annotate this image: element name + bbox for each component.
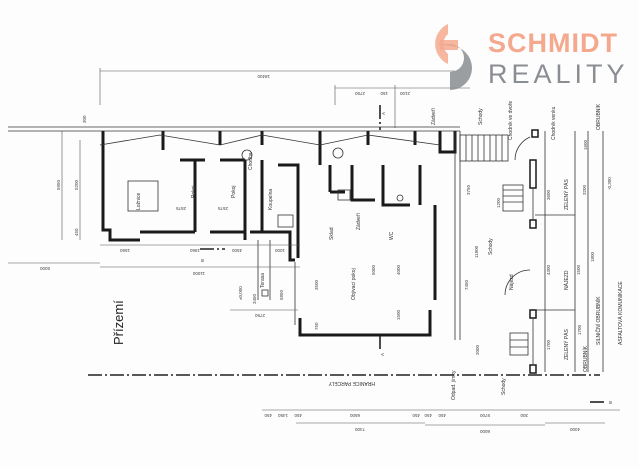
left-dimensions: 5950 5200 450 1560 1960 4500 1000 2575 2… (8, 131, 300, 318)
street-zeleny-1: ZELENÝ PÁS (563, 178, 570, 210)
dim-4500: 4500 (231, 248, 242, 253)
street-obrubnik-1: OBRUBNÍK (595, 103, 602, 130)
section-b-left: B (200, 259, 205, 262)
dim-b-4000: 4000 (569, 427, 580, 432)
room-chodnik-venku: Chodník venku (551, 106, 557, 140)
bottom-dimensions: 450 1450 450 6500 450 450 450 5700 300 7… (262, 409, 620, 434)
room-koupelna: Koupelna (268, 189, 274, 210)
room-labels: Ložnice Pokoj Pokoj Chodba Koupelna Tera… (111, 101, 624, 400)
room-zadveri: Zádveří (356, 212, 362, 230)
logo-text-reality: REALITY (488, 59, 629, 89)
level-a: ±0,000 (238, 286, 243, 300)
dim-b-450b: 450 (294, 413, 302, 418)
room-odpad: Odpad. jímky (451, 370, 457, 400)
dim-b-1450: 1450 (277, 413, 288, 418)
room-pokoj-2: Pokoj (231, 185, 237, 198)
dim-4000v: 4000 (396, 264, 401, 275)
floor-title: Přízemí (111, 300, 126, 345)
dim-2575a: 2575 (175, 206, 186, 211)
dim-1000: 1000 (274, 248, 285, 253)
street-asfalt: ASFALTOVÁ KOMUNIKACE (617, 281, 624, 345)
dim-top-b: 150 (380, 91, 388, 96)
section-a-top: A (381, 112, 386, 115)
street-obrubnik-2: OBRUBNÍK (582, 345, 589, 372)
dim-b-6000: 6000 (479, 429, 490, 434)
dim-1500b: 1500 (576, 264, 581, 275)
dim-1200: 1200 (496, 197, 501, 208)
stairs-mid (502, 184, 524, 212)
dim-3500: 3500 (314, 279, 319, 290)
dim-1800: 1800 (590, 251, 595, 262)
dim-11000: 11000 (192, 271, 205, 276)
room-pokoj-1: Pokoj (191, 185, 197, 198)
street-zeleny-2: ZELENÝ PÁS (563, 328, 570, 360)
street-chodnik: SILNIČNÍ OBRUBNÍK (595, 296, 602, 345)
dim-3450: 3450 (252, 293, 257, 304)
dim-2000: 2000 (475, 344, 480, 355)
dim-5000v: 5000 (371, 264, 376, 275)
dim-top-a: 2750 (354, 91, 365, 96)
section-marks: A A B B (200, 105, 613, 404)
dim-5000: 5000 (39, 266, 50, 271)
dim-11800: 11800 (474, 245, 479, 258)
dim-b-6500: 6500 (349, 413, 360, 418)
dim-1700a: 1700 (546, 339, 551, 350)
dim-750: 750 (314, 322, 319, 330)
dim-2750: 2750 (254, 313, 265, 318)
boundary-label: HRANICE PARCELY (328, 380, 375, 386)
room-wc: WC (389, 231, 395, 240)
stairs-lower (509, 332, 529, 356)
room-loznice: Ložnice (136, 193, 142, 210)
dim-1960: 1960 (189, 248, 200, 253)
dim-1560: 1560 (119, 248, 130, 253)
room-obyvaci: Obývací pokoj (351, 268, 357, 300)
room-schody-1: Schody (478, 108, 484, 125)
dim-b-450d: 450 (424, 413, 432, 418)
dim-2575b: 2575 (217, 206, 228, 211)
room-zadveri-2: Zádveří (431, 107, 437, 125)
dim-3200: 3200 (582, 184, 587, 195)
dim-top-d: 300 (82, 115, 87, 123)
dim-left-b: 5200 (74, 179, 79, 190)
dim-3600: 3600 (546, 189, 551, 200)
stairs-upper (459, 134, 509, 162)
inner-dimensions: 3450 5850 3500 750 5000 4000 1500 7450 1… (238, 139, 612, 355)
dim-left-a: 5950 (56, 179, 61, 190)
dim-top-c: 2100 (399, 91, 410, 96)
room-schody-2: Schody (488, 238, 494, 255)
dim-3750: 3750 (466, 184, 471, 195)
level-b: -0,300 (607, 177, 612, 190)
room-terasa: Terasa (260, 273, 266, 288)
schmidt-reality-logo: SCHMIDT REALITY (435, 24, 629, 90)
dim-1500v: 1500 (396, 309, 401, 320)
dim-left-c: 450 (74, 228, 79, 236)
street-najezd: NÁJEZD (563, 270, 570, 290)
dim-b-450c: 450 (412, 413, 420, 418)
dim-b-5700: 5700 (479, 413, 490, 418)
room-chodnik-dvur: Chodník ve dvoře (508, 101, 514, 140)
walls (101, 131, 457, 337)
dim-1700b: 1700 (577, 324, 582, 335)
details (99, 129, 604, 374)
dim-1600: 1600 (583, 139, 588, 150)
section-a-bottom: A (380, 353, 385, 356)
section-b-right: B (608, 401, 613, 404)
dim-5850: 5850 (279, 289, 284, 300)
logo-text-schmidt: SCHMIDT (488, 28, 618, 58)
room-sklad: Sklad (329, 227, 335, 240)
dim-b-450e: 450 (438, 413, 446, 418)
room-chodba: Chodba (248, 152, 254, 170)
dim-4300: 4300 (546, 264, 551, 275)
dim-b-450a: 450 (264, 413, 272, 418)
dim-top-total: 18400 (257, 74, 270, 79)
room-schody-3: Schody (501, 378, 507, 395)
top-dimensions: 18400 2750 150 2100 300 (82, 68, 470, 128)
dim-b-7400: 7400 (354, 427, 365, 432)
dim-b-300: 300 (520, 413, 528, 418)
room-najezd: Nájezd (509, 274, 515, 290)
dim-7450: 7450 (464, 279, 469, 290)
